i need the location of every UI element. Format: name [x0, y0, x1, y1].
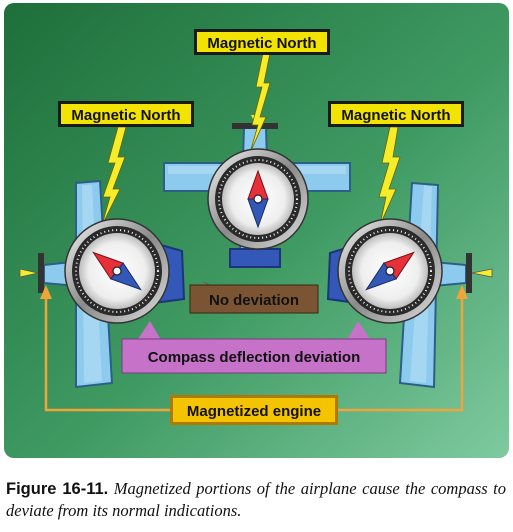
engine-arrowhead-right: [456, 285, 468, 299]
engine-arrowhead-left: [40, 285, 52, 299]
right-compass: [337, 218, 443, 324]
lightning-bolts: [101, 52, 401, 226]
label-north-right: Magnetic North: [328, 101, 464, 127]
figure-caption: Figure 16-11. Magnetized portions of the…: [6, 478, 506, 522]
label-magnetized-engine-text: Magnetized engine: [187, 403, 321, 420]
compass-deviation-diagram: Magnetic North Magnetic North Magnetic N…: [4, 3, 509, 458]
label-north-left-text: Magnetic North: [71, 107, 180, 124]
label-compass-deflection-text: Compass deflection deviation: [148, 349, 361, 366]
label-north-top: Magnetic North: [194, 29, 330, 55]
caption-text: Magnetized portions of the airplane caus…: [6, 479, 506, 520]
left-compass: [64, 218, 170, 324]
label-no-deviation: No deviation: [189, 284, 319, 314]
lightning-left: [101, 126, 127, 226]
label-north-left: Magnetic North: [58, 101, 194, 127]
label-no-deviation-text: No deviation: [209, 292, 299, 309]
engine-arrows: [44, 295, 464, 412]
label-north-right-text: Magnetic North: [341, 107, 450, 124]
label-compass-deflection: Compass deflection deviation: [121, 338, 387, 374]
center-compass: [207, 148, 309, 250]
lightning-right: [378, 126, 401, 226]
label-magnetized-engine: Magnetized engine: [170, 395, 338, 425]
figure-number: Figure 16-11.: [6, 480, 109, 498]
label-north-top-text: Magnetic North: [207, 35, 316, 52]
lightning-top: [249, 52, 271, 154]
